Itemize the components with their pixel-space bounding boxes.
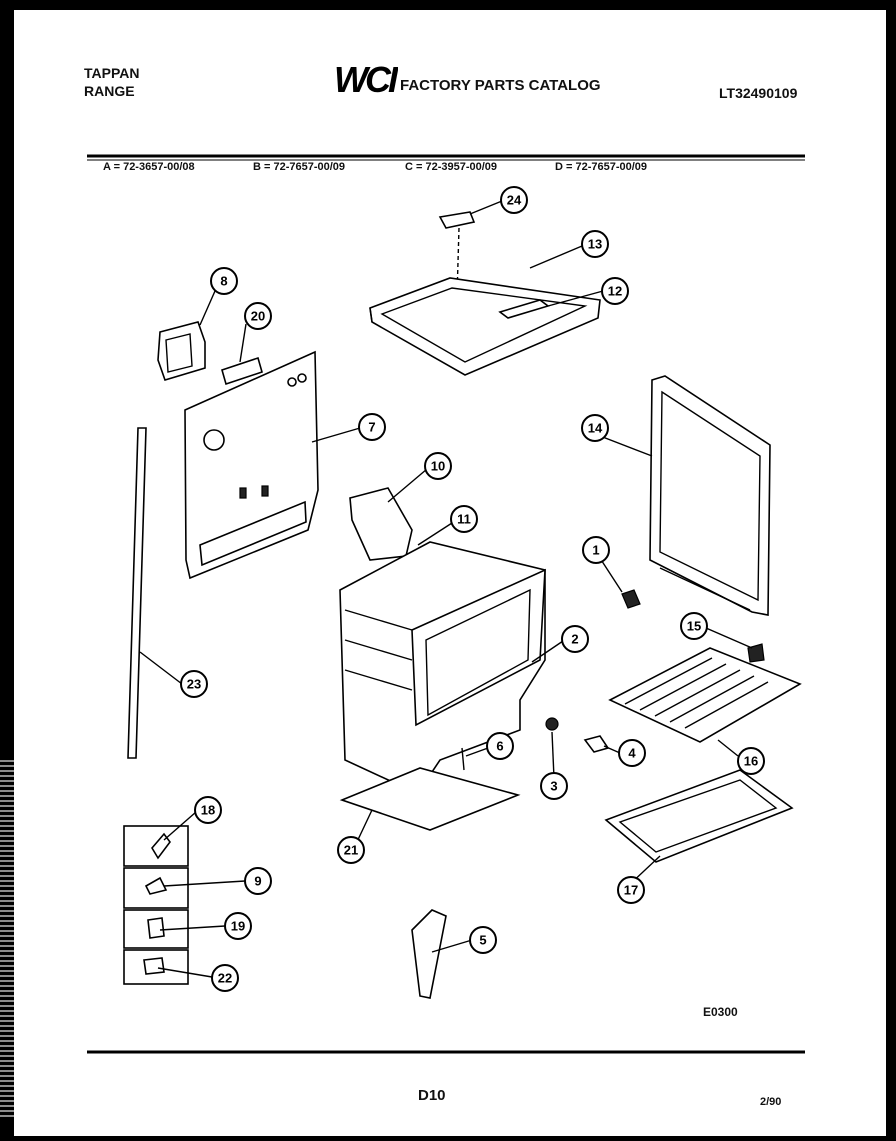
part-8-bracket xyxy=(157,321,206,381)
wci-logo: WCI xyxy=(334,60,398,98)
callout-23[interactable]: 23 xyxy=(180,670,208,698)
part-14-door xyxy=(649,375,771,616)
callout-6[interactable]: 6 xyxy=(486,732,514,760)
callout-12[interactable]: 12 xyxy=(601,277,629,305)
callout-4-label: 4 xyxy=(628,746,636,761)
callout-9-label: 9 xyxy=(254,874,261,889)
brand-label: TAPPAN RANGE xyxy=(84,64,139,100)
page-number: D10 xyxy=(418,1087,446,1104)
catalog-title: FACTORY PARTS CATALOG xyxy=(400,77,601,94)
callout-5-label: 5 xyxy=(479,933,486,948)
model-a: A = 72-3657-00/08 xyxy=(103,161,195,173)
part-7-back-panel xyxy=(184,350,319,580)
callout-5[interactable]: 5 xyxy=(469,926,497,954)
callout-2[interactable]: 2 xyxy=(561,625,589,653)
page-date: 2/90 xyxy=(760,1096,782,1108)
logo-text: WCI xyxy=(334,60,398,98)
callout-12-label: 12 xyxy=(608,284,622,299)
callout-20-label: 20 xyxy=(251,309,265,324)
callout-19[interactable]: 19 xyxy=(224,912,252,940)
callout-20[interactable]: 20 xyxy=(244,302,272,330)
callout-17[interactable]: 17 xyxy=(617,876,645,904)
callout-18-label: 18 xyxy=(201,803,215,818)
part-10-cover xyxy=(349,487,413,561)
callout-13-label: 13 xyxy=(588,237,602,252)
model-d: D = 72-7657-00/09 xyxy=(555,161,648,173)
callout-3-label: 3 xyxy=(550,779,557,794)
scan-edge xyxy=(0,760,14,1120)
callout-8[interactable]: 8 xyxy=(210,267,238,295)
callout-14-label: 14 xyxy=(588,421,603,436)
model-b: B = 72-7657-00/09 xyxy=(253,161,346,173)
part-5-spring xyxy=(411,909,447,999)
callout-15-label: 15 xyxy=(687,619,701,634)
part-21-bottom-panel xyxy=(339,767,521,831)
part-16-rack xyxy=(608,647,802,743)
callout-16-label: 16 xyxy=(744,754,758,769)
callout-23-label: 23 xyxy=(187,677,201,692)
part-6-bolt xyxy=(461,747,465,771)
brand-line-1: TAPPAN xyxy=(84,65,140,81)
callout-2-label: 2 xyxy=(571,632,578,647)
callout-22-label: 22 xyxy=(218,971,232,986)
callout-6-label: 6 xyxy=(496,739,503,754)
callout-18[interactable]: 18 xyxy=(194,796,222,824)
callout-22[interactable]: 22 xyxy=(211,964,239,992)
callout-10[interactable]: 10 xyxy=(424,452,452,480)
callout-16[interactable]: 16 xyxy=(737,747,765,775)
callout-8-label: 8 xyxy=(220,274,227,289)
brand-line-2: RANGE xyxy=(84,83,135,99)
diagram-code: E0300 xyxy=(703,1005,738,1019)
part-13-cooktop xyxy=(369,277,601,376)
model-c: C = 72-3957-00/09 xyxy=(405,161,498,173)
callout-17-label: 17 xyxy=(624,883,638,898)
callout-3[interactable]: 3 xyxy=(540,772,568,800)
callout-7[interactable]: 7 xyxy=(358,413,386,441)
callout-24[interactable]: 24 xyxy=(500,186,528,214)
catalog-number: LT32490109 xyxy=(719,85,798,101)
callout-21[interactable]: 21 xyxy=(337,836,365,864)
part-1-knob xyxy=(621,589,641,609)
callout-7-label: 7 xyxy=(368,420,375,435)
part-20-clip xyxy=(221,356,263,386)
part-15-fastener xyxy=(747,643,765,663)
callout-13[interactable]: 13 xyxy=(581,230,609,258)
callout-11-label: 11 xyxy=(457,512,471,527)
callout-4[interactable]: 4 xyxy=(618,739,646,767)
callout-1[interactable]: 1 xyxy=(582,536,610,564)
callout-11[interactable]: 11 xyxy=(450,505,478,533)
callout-19-label: 19 xyxy=(231,919,245,934)
callout-15[interactable]: 15 xyxy=(680,612,708,640)
callout-1-label: 1 xyxy=(592,543,599,558)
callout-10-label: 10 xyxy=(431,459,445,474)
callout-21-label: 21 xyxy=(344,843,358,858)
part-23-rod xyxy=(127,427,147,759)
part-17-broiler-pan xyxy=(604,769,794,863)
callout-9[interactable]: 9 xyxy=(244,867,272,895)
callout-24-label: 24 xyxy=(507,193,522,208)
part-4-clip xyxy=(583,735,610,753)
callout-14[interactable]: 14 xyxy=(581,414,609,442)
part-2-oven-body xyxy=(339,541,546,791)
part-3-grommet xyxy=(545,717,559,731)
small-parts-boxes xyxy=(123,825,189,985)
